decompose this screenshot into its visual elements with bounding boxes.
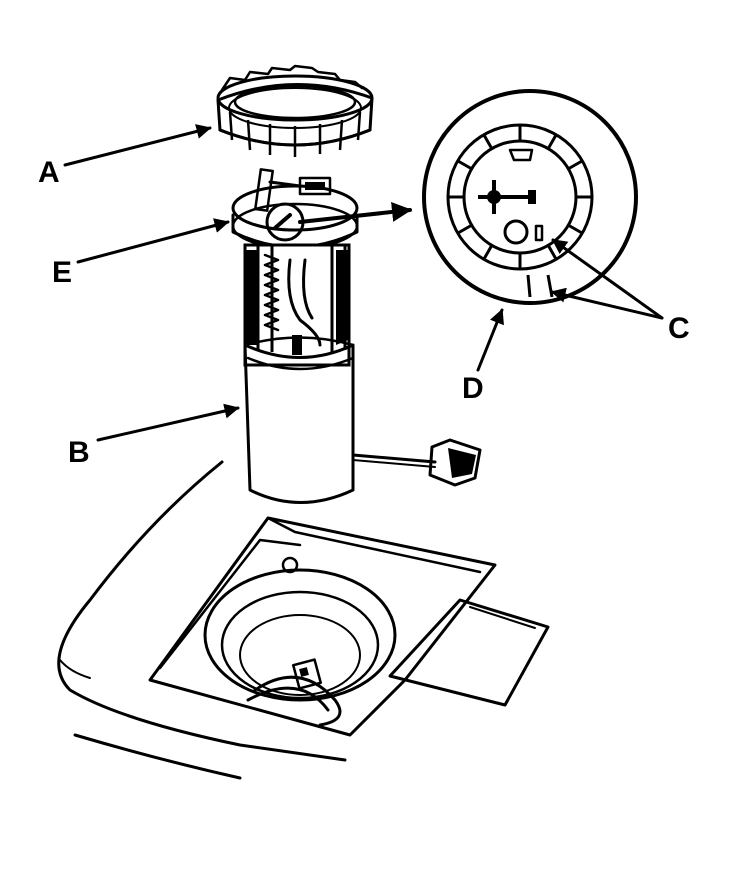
fuel-tank-body: [57, 460, 347, 780]
tank-opening: [148, 516, 497, 737]
lock-ring: [216, 64, 374, 157]
label-b: B: [68, 436, 90, 469]
label-d: D: [462, 372, 484, 405]
label-e: E: [52, 256, 72, 289]
label-c: C: [668, 312, 690, 345]
leader-lines: [63, 124, 664, 442]
sealing-flap: [388, 598, 550, 707]
flange-detail-view: [422, 89, 638, 305]
fuel-pump-assembly: [231, 168, 482, 504]
label-a: A: [38, 156, 60, 189]
